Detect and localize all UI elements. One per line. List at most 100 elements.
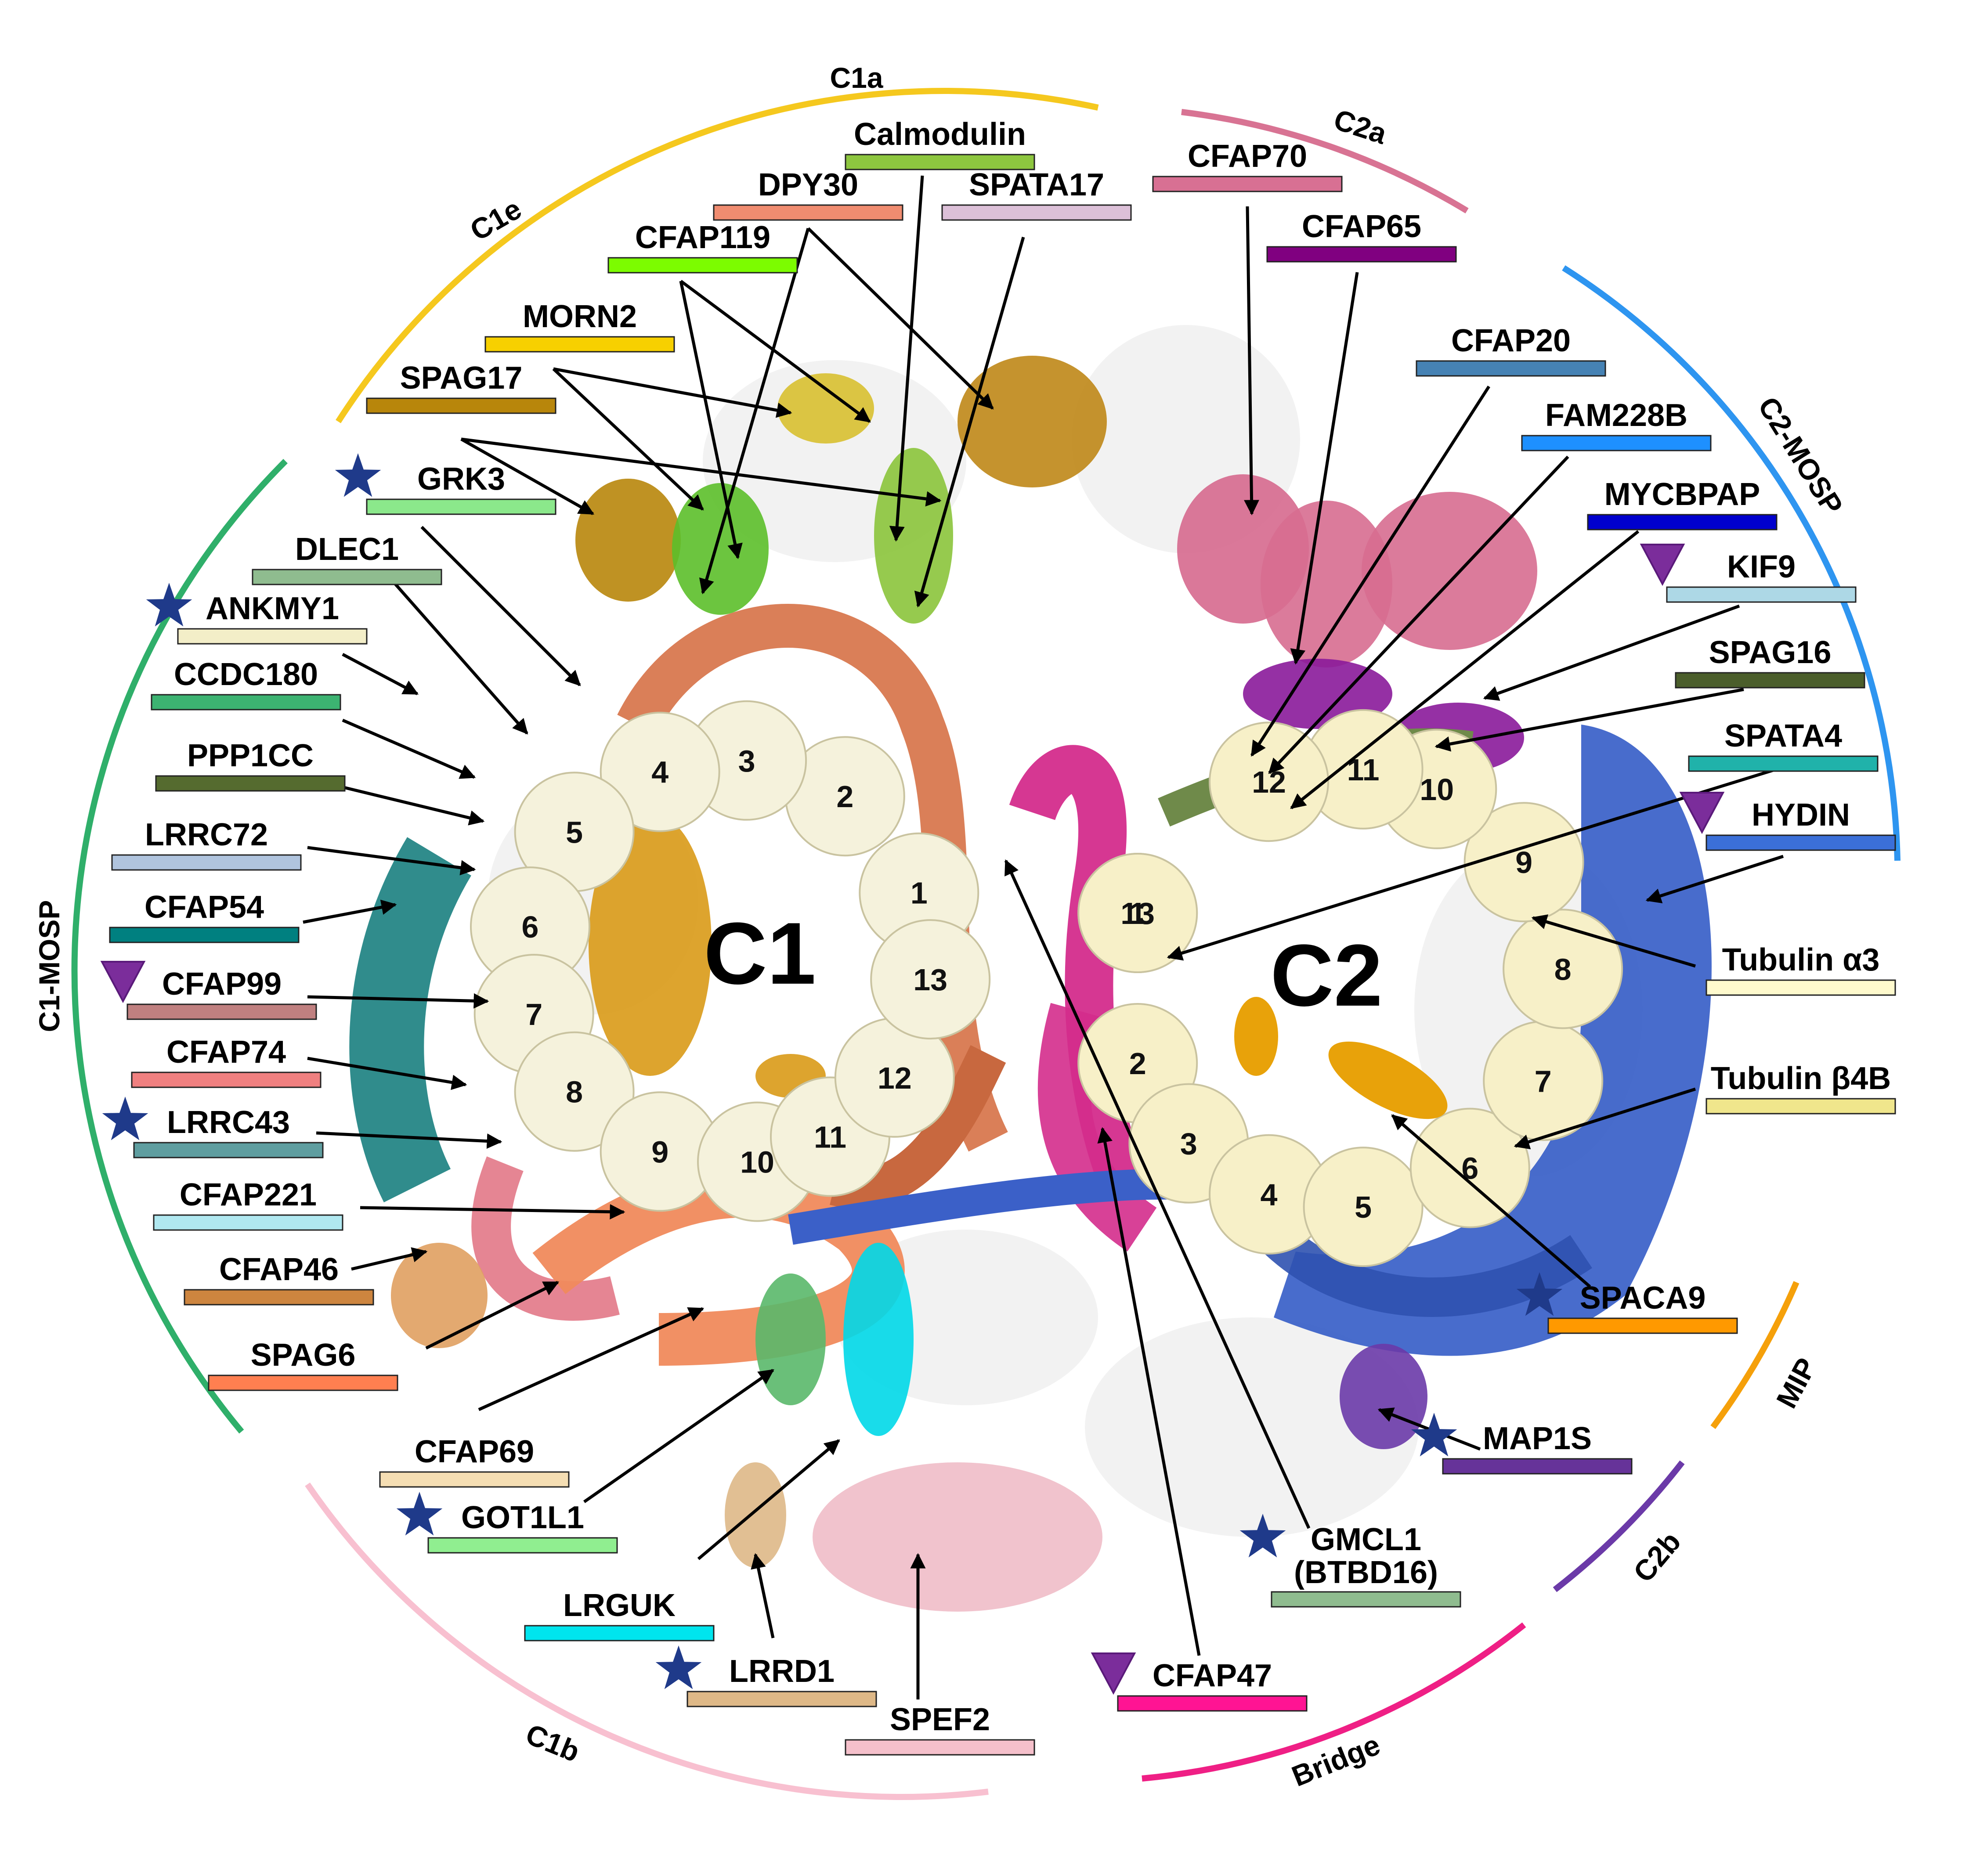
color-swatch bbox=[1547, 1317, 1738, 1334]
got1l1-arrow bbox=[583, 1369, 774, 1503]
c1-protofilament-number: 8 bbox=[566, 1075, 583, 1109]
protein-label-morn2: MORN2 bbox=[484, 299, 675, 353]
protein-name: MAP1S bbox=[1483, 1421, 1592, 1456]
protein-label-cfap74: CFAP74 bbox=[131, 1035, 322, 1088]
c1-protofilament-number: 7 bbox=[525, 997, 542, 1032]
protein-label-lrguk: LRGUK bbox=[524, 1588, 715, 1642]
lrguk-arrow bbox=[697, 1439, 840, 1560]
protein-label-ppp1cc: PPP1CC bbox=[155, 738, 346, 792]
c1-protofilament-number: 10 bbox=[740, 1145, 774, 1180]
protein-label-spef2: SPEF2 bbox=[845, 1702, 1035, 1756]
c1-protofilament-number: 12 bbox=[878, 1061, 912, 1095]
protein-label-spag6: SPAG6 bbox=[208, 1338, 398, 1391]
c2-tubulin-subunit bbox=[1409, 1108, 1530, 1228]
protein-label-ccdc180: CCDC180 bbox=[151, 657, 341, 711]
ankmy1-arrow bbox=[342, 653, 419, 696]
protein-label-fam228b: FAM228B bbox=[1521, 398, 1712, 451]
color-swatch bbox=[252, 569, 442, 585]
protein-name: MORN2 bbox=[523, 299, 637, 334]
c2-protofilament-number: 9 bbox=[1515, 845, 1532, 880]
color-swatch bbox=[184, 1289, 374, 1306]
c1-tubulin-subunit bbox=[514, 1031, 635, 1152]
protein-name: CFAP74 bbox=[166, 1035, 286, 1070]
protein-name: SPACA9 bbox=[1580, 1281, 1706, 1316]
color-swatch bbox=[1705, 1098, 1896, 1115]
c1-protofilament-number: 2 bbox=[836, 779, 853, 814]
star-icon bbox=[1239, 1514, 1286, 1558]
label-c1e: C1e bbox=[465, 192, 527, 247]
c2-tubulin-subunit bbox=[1209, 722, 1329, 842]
color-swatch bbox=[713, 204, 903, 221]
spag16-arrow bbox=[1434, 688, 1744, 752]
ccdc180-arrow bbox=[342, 718, 476, 779]
c1-tubulin-subunit bbox=[870, 919, 991, 1040]
protein-label-tubb4b: Tubulin β4B bbox=[1705, 1061, 1896, 1115]
protein-name: Tubulin β4B bbox=[1711, 1061, 1891, 1096]
color-swatch bbox=[109, 927, 300, 943]
c2-protofilament-number: 3 bbox=[1180, 1127, 1197, 1161]
c1-protofilament-number: 9 bbox=[651, 1135, 668, 1169]
protein-name: DLEC1 bbox=[295, 532, 399, 567]
cfap221-arrow bbox=[360, 1204, 625, 1219]
c2-protofilament-number: 10 bbox=[1420, 772, 1454, 807]
color-swatch bbox=[111, 854, 302, 871]
protein-label-map1s: MAP1S bbox=[1411, 1413, 1633, 1475]
color-swatch bbox=[1117, 1695, 1308, 1712]
grk3-arrow bbox=[420, 526, 581, 686]
protein-label-grk3: GRK3 bbox=[335, 453, 556, 515]
protein-label-hydin: HYDIN bbox=[1679, 792, 1896, 851]
protein-name: SPAG17 bbox=[400, 361, 523, 396]
protein-label-lrrc72: LRRC72 bbox=[111, 817, 302, 871]
cfap119-arrow bbox=[679, 280, 871, 423]
c2-protofilament-number: 8 bbox=[1554, 952, 1572, 986]
protein-name: SPAG6 bbox=[251, 1338, 356, 1373]
label-c1a: C1a bbox=[830, 61, 883, 94]
triangle-icon bbox=[1091, 1652, 1136, 1695]
c1-protofilament-number: 1 bbox=[911, 876, 928, 910]
c1-protofilament-number: 6 bbox=[522, 910, 539, 944]
cfap70-arrow bbox=[1244, 206, 1260, 516]
protein-name: CFAP20 bbox=[1451, 323, 1571, 358]
lrrd1-arrow bbox=[751, 1553, 775, 1638]
c1-tubulin-subunit bbox=[600, 711, 720, 832]
star-icon bbox=[146, 583, 192, 627]
arc-c2b bbox=[1553, 1460, 1685, 1592]
protein-name: GOT1L1 bbox=[461, 1500, 584, 1535]
c2-internal bbox=[1234, 997, 1448, 1119]
color-swatch bbox=[524, 1625, 715, 1642]
color-swatch bbox=[1666, 586, 1857, 603]
color-swatch bbox=[1152, 176, 1343, 192]
protein-label-cfap47: CFAP47 bbox=[1091, 1652, 1308, 1712]
triangle-icon bbox=[1640, 544, 1685, 586]
protein-label-spag16: SPAG16 bbox=[1675, 635, 1865, 689]
protein-name: CFAP54 bbox=[145, 890, 264, 925]
label-c2b: C2b bbox=[1627, 1526, 1687, 1588]
protein-label-spaca9: SPACA9 bbox=[1516, 1272, 1738, 1334]
c1-label: C1 bbox=[704, 905, 816, 1003]
color-swatch bbox=[153, 1214, 343, 1231]
microtubule-rings bbox=[470, 700, 1623, 1267]
protein-name: LRRD1 bbox=[729, 1654, 835, 1689]
c2-label: C2 bbox=[1270, 927, 1383, 1025]
fam228b-arrow bbox=[1268, 455, 1569, 774]
arc-c1a bbox=[336, 88, 1099, 423]
color-swatch bbox=[1705, 834, 1896, 851]
dpy30-arrow bbox=[807, 227, 994, 410]
color-swatch bbox=[366, 397, 556, 414]
color-swatch bbox=[607, 257, 798, 274]
c2-tubulin-subunit bbox=[1503, 909, 1623, 1029]
protein-name: Calmodulin bbox=[854, 117, 1026, 152]
spata4-arrow bbox=[1167, 767, 1780, 961]
spag17-arrow bbox=[461, 437, 942, 507]
arc-mip bbox=[1710, 1281, 1799, 1429]
morn2-arrow bbox=[552, 368, 704, 511]
calmodulin-arrow bbox=[889, 175, 924, 542]
protein-label-calmodulin: Calmodulin bbox=[845, 117, 1035, 170]
color-swatch bbox=[131, 1071, 322, 1088]
c2-protofilament-number: 6 bbox=[1461, 1151, 1478, 1186]
color-swatch bbox=[379, 1471, 570, 1488]
protein-name: GRK3 bbox=[417, 462, 505, 497]
color-swatch bbox=[1675, 672, 1865, 689]
protein-label-cfap20: CFAP20 bbox=[1416, 323, 1606, 377]
